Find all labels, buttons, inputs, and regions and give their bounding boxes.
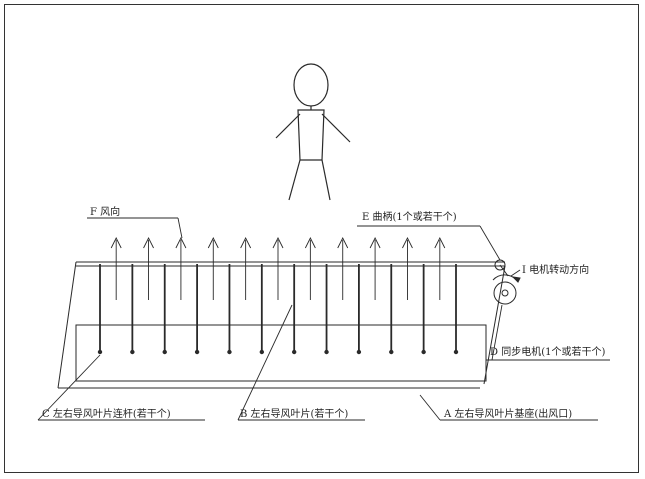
label-i: I 电机转动方向: [522, 263, 589, 276]
linkage-pin: [162, 349, 167, 355]
crank-motor: [492, 259, 521, 305]
leader-c: [37, 354, 101, 421]
rotation-arrowhead-icon: [511, 276, 521, 283]
person-left-arm: [275, 113, 301, 139]
blades-group: [97, 264, 459, 355]
label-b: B 左右导风叶片(若干个): [240, 407, 348, 420]
linkage-pin: [389, 349, 394, 355]
linkage-pin: [453, 349, 459, 355]
linkage-pin: [356, 349, 362, 355]
motor-circle: [493, 281, 517, 305]
leader-i: [510, 269, 521, 277]
leader-b: [237, 304, 293, 421]
linkage-pin: [291, 349, 297, 355]
linkage-pin: [259, 349, 265, 355]
leader-a: [419, 394, 441, 421]
person-left-leg: [288, 159, 301, 201]
linkage-pin: [97, 349, 103, 355]
linkage-pin: [421, 349, 426, 355]
wind-arrow-icon: [434, 236, 446, 300]
linkage-pin: [324, 349, 329, 355]
person-figure: [275, 63, 351, 201]
label-c: C 左右导风叶片连杆(若干个): [42, 407, 171, 420]
wind-arrow-icon: [110, 236, 122, 300]
wind-arrows-group: [110, 236, 446, 300]
wind-arrow-icon: [304, 236, 316, 300]
leader-d: [491, 304, 503, 361]
person-torso: [297, 109, 325, 161]
vane-base: [57, 261, 506, 389]
wind-arrow-icon: [207, 236, 219, 300]
wind-arrow-icon: [272, 236, 284, 300]
label-a: A 左右导风叶片基座(出风口): [443, 407, 572, 420]
wind-arrow-icon: [369, 236, 381, 300]
motor-shaft: [501, 289, 509, 297]
outlet-rect: [75, 324, 487, 382]
label-d: D 同步电机(1个或若干个): [490, 345, 605, 358]
person-head: [293, 63, 329, 107]
wind-arrow-icon: [337, 236, 349, 300]
label-e: E 曲柄(1个或若干个): [362, 210, 457, 223]
label-f: F 风向: [90, 205, 120, 218]
person-right-leg: [321, 159, 331, 201]
wind-arrow-icon: [175, 236, 187, 300]
wind-arrow-icon: [402, 236, 413, 300]
leader-lines: [37, 217, 610, 421]
diagram-frame: [4, 4, 639, 473]
leader-e: [479, 225, 501, 261]
leader-f: [177, 217, 183, 239]
person-right-arm: [321, 113, 351, 143]
wind-arrow-icon: [143, 236, 154, 300]
linkage-pin: [227, 349, 232, 355]
crank-arm: [499, 264, 509, 277]
linkage-pin: [130, 349, 135, 355]
linkage-pin: [194, 349, 200, 355]
wind-arrow-icon: [240, 236, 252, 300]
